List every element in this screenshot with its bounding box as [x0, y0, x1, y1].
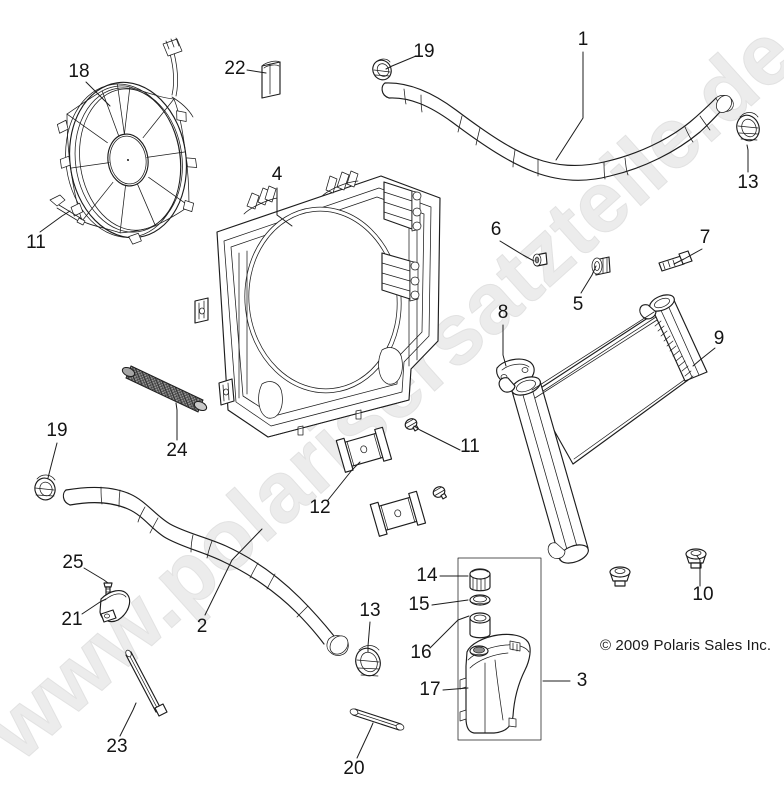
part-2-lower-hose [62, 486, 349, 656]
callout-number-19b: 19 [46, 420, 68, 441]
callout-number-20: 20 [343, 758, 365, 779]
callout-number-11a: 11 [26, 232, 46, 253]
callout-number-13b: 13 [359, 600, 381, 621]
part-9-radiator [498, 294, 708, 564]
part-16-filler-neck [469, 612, 491, 639]
callout-number-1: 1 [577, 29, 589, 50]
part-7-bolt [658, 250, 693, 272]
part-10-mount-grommets [609, 548, 707, 587]
part-23-rod [125, 649, 168, 717]
callout-number-17: 17 [419, 679, 441, 700]
part-18-cooling-fan [56, 37, 198, 245]
callout-number-25: 25 [62, 552, 84, 573]
part-19-clamp-left [34, 474, 56, 501]
callout-number-24: 24 [166, 440, 188, 461]
callout-number-21: 21 [61, 609, 83, 630]
part-13-clamp-right [736, 112, 760, 142]
copyright-notice: © 2009 Polaris Sales Inc. [600, 637, 772, 654]
part-19-clamp-top [372, 58, 392, 81]
callout-number-9: 9 [713, 328, 725, 349]
callout-number-13a: 13 [737, 172, 759, 193]
part-15-seal-ring [469, 594, 491, 606]
callout-number-19a: 19 [413, 41, 435, 62]
part-1-upper-hose [381, 82, 734, 181]
callout-number-5: 5 [572, 294, 584, 315]
callout-number-15: 15 [408, 594, 430, 615]
callout-number-11b: 11 [460, 436, 480, 457]
callout-number-4: 4 [271, 164, 283, 185]
callout-number-10: 10 [692, 584, 714, 605]
part-22-spacer-sleeve [261, 60, 281, 99]
callout-number-6: 6 [490, 219, 502, 240]
part-4-fan-shroud [194, 170, 441, 438]
part-11-screw-left [49, 194, 86, 226]
callout-number-18: 18 [68, 61, 90, 82]
callout-number-16: 16 [410, 642, 432, 663]
callout-number-23: 23 [106, 736, 128, 757]
callout-number-3: 3 [576, 670, 588, 691]
part-24-braided-sleeve [121, 365, 208, 413]
part-14-reservoir-cap [469, 568, 491, 592]
part-20-overflow-tube [349, 708, 405, 731]
callout-number-12: 12 [309, 497, 331, 518]
part-5-grommet [591, 256, 611, 276]
callout-number-22: 22 [224, 58, 246, 79]
part-13-clamp-bottom [355, 645, 381, 677]
part-6-nut [532, 252, 548, 267]
callout-number-8: 8 [497, 302, 509, 323]
part-12-isolator-mounts [335, 426, 427, 537]
callout-number-2: 2 [196, 616, 208, 637]
callout-number-14: 14 [416, 565, 438, 586]
callout-number-7: 7 [699, 227, 711, 248]
part-11-screws-right [404, 418, 448, 500]
part-21-cable-clip [99, 589, 131, 623]
part-17-reservoir-bottle [459, 633, 531, 734]
part-3-reservoir-assembly [457, 557, 542, 741]
